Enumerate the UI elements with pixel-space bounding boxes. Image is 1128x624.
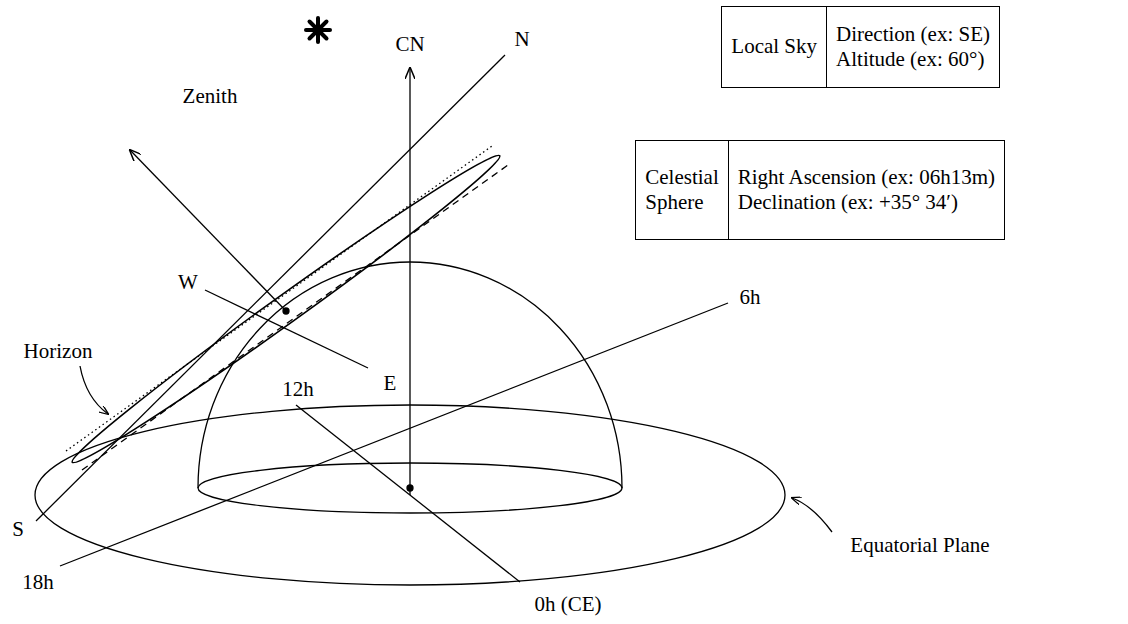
- coordinate-table: Local Sky Direction (ex: SE)Altitude (ex:…: [721, 6, 1000, 88]
- horizon-ellipse: [64, 144, 508, 473]
- observer-dot: [283, 308, 289, 314]
- hour-label: 12h: [280, 378, 316, 401]
- coordinate-text: Altitude (ex: 60°): [836, 47, 990, 72]
- hour-line-18-6: [60, 303, 728, 566]
- hour-line-12-0: [296, 405, 520, 582]
- table-cell: Local Sky: [722, 7, 826, 87]
- center-dot: [407, 485, 413, 491]
- coordinate-text: Declination (ex: +35° 34′): [738, 190, 995, 215]
- direction-label: N: [512, 28, 531, 51]
- axis-label: CN: [393, 33, 426, 56]
- plane-pointer: [792, 498, 832, 532]
- horizon-dashed: [82, 165, 508, 470]
- horizon-dotted: [66, 146, 492, 451]
- north-south-line: [36, 55, 505, 521]
- hour-label: 6h: [738, 286, 763, 309]
- horizon-label: Horizon: [22, 340, 95, 363]
- coordinate-text: Right Ascension (ex: 06h13m): [738, 165, 995, 190]
- hour-label: 18h: [20, 571, 56, 594]
- plane-label: Equatorial Plane: [848, 534, 991, 557]
- direction-label: S: [10, 518, 26, 541]
- horizon-pointer: [80, 366, 108, 414]
- table-cell: Direction (ex: SE)Altitude (ex: 60°): [826, 7, 999, 87]
- zenith-label: Zenith: [181, 85, 240, 108]
- coordinate-table: Celestial SphereRight Ascension (ex: 06h…: [635, 140, 1005, 240]
- star-symbol: [306, 18, 330, 42]
- coordinate-text: Direction (ex: SE): [836, 22, 990, 47]
- system-name: Local Sky: [731, 34, 817, 59]
- table-cell: Celestial Sphere: [636, 141, 727, 239]
- system-name: Celestial Sphere: [645, 165, 718, 215]
- direction-label: E: [382, 372, 399, 395]
- celestial-north-arrow: [409, 68, 410, 495]
- zenith-arrow: [130, 150, 286, 311]
- hour-label: 0h (CE): [532, 593, 603, 616]
- west-east-line: [205, 290, 368, 368]
- table-cell: Right Ascension (ex: 06h13m)Declination …: [728, 141, 1004, 239]
- direction-label: W: [176, 271, 200, 294]
